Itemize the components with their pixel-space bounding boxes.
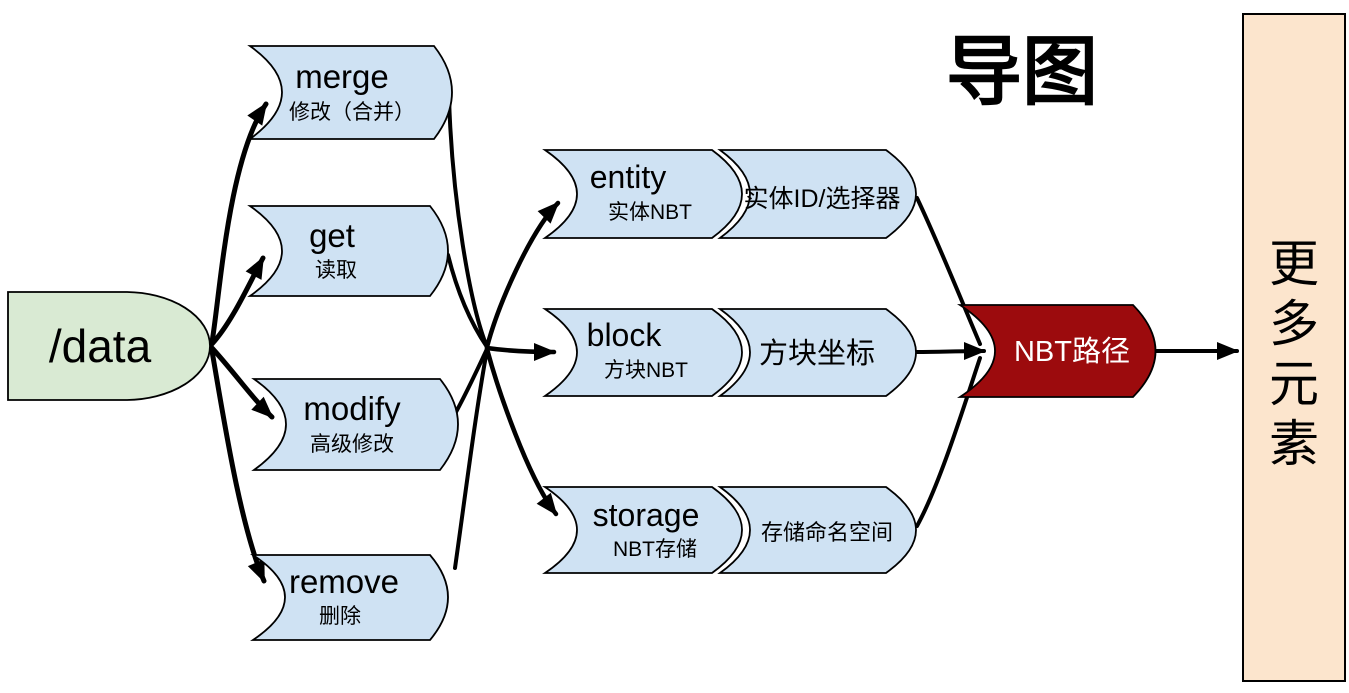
root-node-label: /data (49, 320, 152, 372)
block-node-shape-right (717, 308, 917, 397)
node-merge: merge 修改（合并） (247, 45, 453, 140)
storage-node-shape-right (717, 486, 917, 574)
get-node-shape (247, 205, 449, 297)
node-block: block 方块NBT 方块坐标 (542, 308, 917, 397)
arrow-data-to-get (209, 255, 266, 347)
block-node-shape-left (542, 308, 743, 397)
node-get: get 读取 (247, 205, 449, 297)
arrow-hub-to-block (484, 342, 557, 361)
more-elements-shape (1242, 13, 1346, 682)
line-storage-to-path (915, 356, 982, 528)
entity-node-shape-left (542, 149, 743, 239)
arrow-hub-to-entity (484, 200, 561, 350)
modify-label: modify (303, 390, 401, 427)
node-remove: remove 删除 (249, 554, 449, 641)
more-elements-char-2: 多 (1269, 296, 1319, 352)
arrow-hub-to-storage (484, 346, 559, 517)
root-node-shape (7, 291, 211, 401)
block-param: 方块坐标 (759, 337, 875, 370)
nbt-path-node-shape (956, 304, 1157, 398)
entity-param: 实体ID/选择器 (744, 185, 901, 213)
modify-node-shape (251, 378, 459, 471)
arrow-data-to-modify (209, 345, 275, 420)
node-nbt-path: NBT路径 (956, 304, 1157, 398)
line-merge-to-hub (447, 95, 489, 349)
entity-label: entity (590, 159, 666, 195)
storage-label: storage (593, 497, 700, 533)
node-entity: entity 实体NBT 实体ID/选择器 (542, 149, 917, 239)
line-entity-to-path (915, 196, 982, 346)
node-modify: modify 高级修改 (251, 378, 459, 471)
target-converge-lines (915, 196, 986, 528)
remove-label: remove (289, 563, 399, 600)
root-node: /data (7, 291, 211, 401)
line-get-to-hub (446, 253, 489, 349)
storage-desc: NBT存储 (613, 538, 697, 561)
block-label: block (587, 317, 663, 353)
arrow-data-to-merge (209, 101, 269, 345)
hub-fan-arrows (484, 200, 561, 517)
more-elements-char-1: 更 (1269, 236, 1319, 292)
remove-desc: 删除 (319, 605, 361, 628)
node-storage: storage NBT存储 存储命名空间 (542, 486, 917, 574)
subcommand-converge-lines (446, 95, 489, 570)
root-fan-arrows (209, 101, 275, 584)
entity-node-shape-right (717, 149, 917, 239)
line-remove-to-hub (453, 348, 489, 570)
nbt-path-label: NBT路径 (1014, 335, 1130, 368)
get-label: get (309, 217, 355, 254)
diagram-title: 导图 (946, 30, 1098, 115)
more-elements-char-4: 素 (1269, 416, 1319, 472)
arrow-data-to-remove (209, 348, 267, 584)
more-elements-char-3: 元 (1269, 356, 1319, 412)
arrow-block-to-path (915, 342, 986, 361)
more-elements-panel: 更 多 元 素 (1242, 13, 1346, 682)
modify-desc: 高级修改 (310, 433, 394, 456)
remove-node-shape (249, 554, 449, 641)
get-desc: 读取 (315, 259, 357, 282)
storage-node-shape-left (542, 486, 743, 574)
entity-desc: 实体NBT (608, 201, 692, 224)
merge-desc: 修改（合并） (289, 101, 415, 124)
block-desc: 方块NBT (604, 359, 688, 382)
merge-node-shape (247, 45, 453, 140)
storage-param: 存储命名空间 (761, 520, 893, 545)
merge-label: merge (295, 58, 389, 95)
